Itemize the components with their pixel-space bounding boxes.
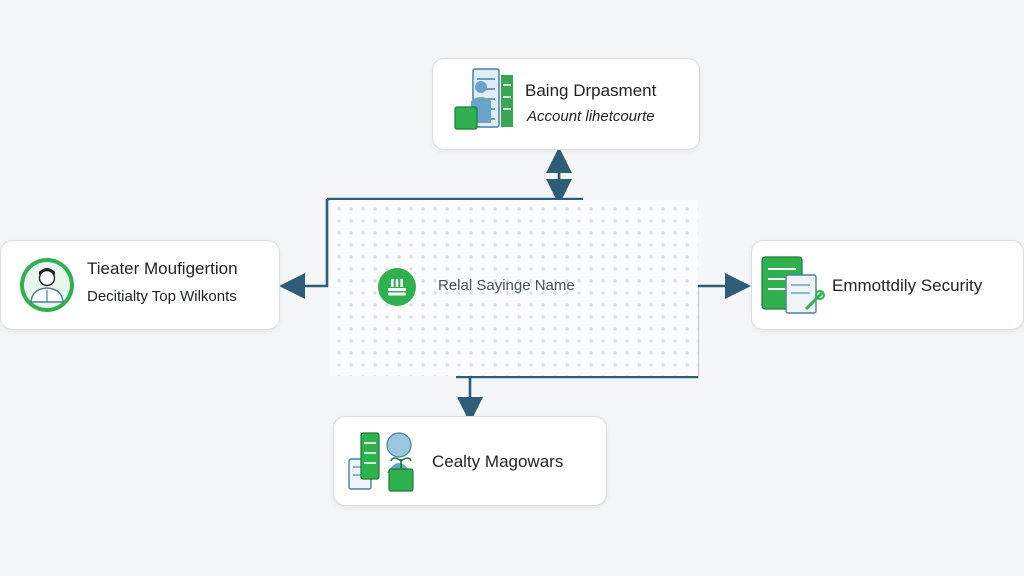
document-tools-icon — [760, 253, 826, 322]
hub-label: Relal Sayinge Name — [438, 277, 575, 294]
node-title: Tieater Moufigertion — [87, 259, 238, 278]
database-icon — [378, 268, 416, 306]
node-card-left[interactable]: Tieater Moufigertion Decitialty Top Wilk… — [0, 240, 280, 330]
node-title: Baing Drpasment — [525, 81, 657, 100]
node-card-top[interactable]: Baing Drpasment Account lihetcourte — [432, 58, 700, 150]
server-worker-icon — [453, 65, 517, 140]
node-subtitle: Account lihetcourte — [527, 108, 655, 125]
node-subtitle: Decitialty Top Wilkonts — [87, 288, 237, 305]
server-plant-icon — [347, 429, 423, 500]
user-avatar-icon — [18, 256, 76, 319]
node-title: Emmottdily Security — [832, 276, 983, 295]
node-card-right[interactable]: Emmottdily Security — [751, 240, 1024, 330]
node-title: Cealty Magowars — [432, 452, 564, 471]
connector-left — [279, 199, 329, 299]
node-card-bottom[interactable]: Cealty Magowars — [333, 416, 607, 506]
